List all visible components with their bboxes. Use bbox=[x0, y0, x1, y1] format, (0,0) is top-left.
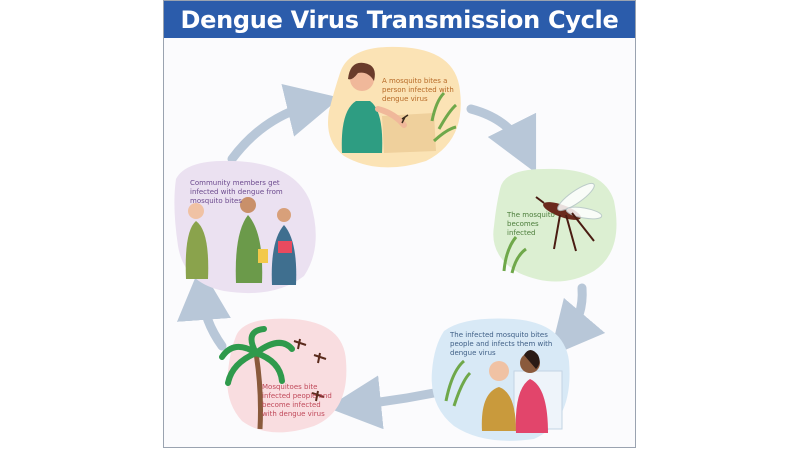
cycle-illustration bbox=[174, 46, 617, 441]
step4-label: Mosquitoes bite infected people and beco… bbox=[262, 383, 332, 418]
step1-label: A mosquito bites a person infected with … bbox=[382, 77, 454, 103]
step5-label: Community members get infected with deng… bbox=[190, 179, 283, 205]
diagram-frame: Dengue Virus Transmission Cycle bbox=[163, 0, 636, 448]
title-bar: Dengue Virus Transmission Cycle bbox=[164, 1, 635, 38]
arrow-4-to-5 bbox=[177, 266, 231, 351]
step1-illustration bbox=[328, 46, 461, 168]
palm-tree-icon bbox=[219, 326, 295, 430]
step3-label: The infected mosquito bites people and i… bbox=[450, 331, 553, 357]
cycle-arrows bbox=[177, 84, 606, 430]
mosquito-icon bbox=[535, 182, 603, 252]
step3-illustration bbox=[431, 318, 570, 441]
arrow-2-to-3 bbox=[549, 283, 606, 357]
step2-illustration bbox=[493, 168, 617, 282]
arrow-3-to-4 bbox=[327, 375, 439, 430]
arrow-1-to-2 bbox=[466, 104, 537, 174]
diagram-title: Dengue Virus Transmission Cycle bbox=[180, 5, 619, 34]
step2-label: The mosquito becomes infected bbox=[507, 211, 555, 237]
step4-illustration bbox=[219, 318, 347, 433]
arrow-5-to-1 bbox=[227, 84, 341, 164]
step5-illustration bbox=[174, 160, 316, 294]
